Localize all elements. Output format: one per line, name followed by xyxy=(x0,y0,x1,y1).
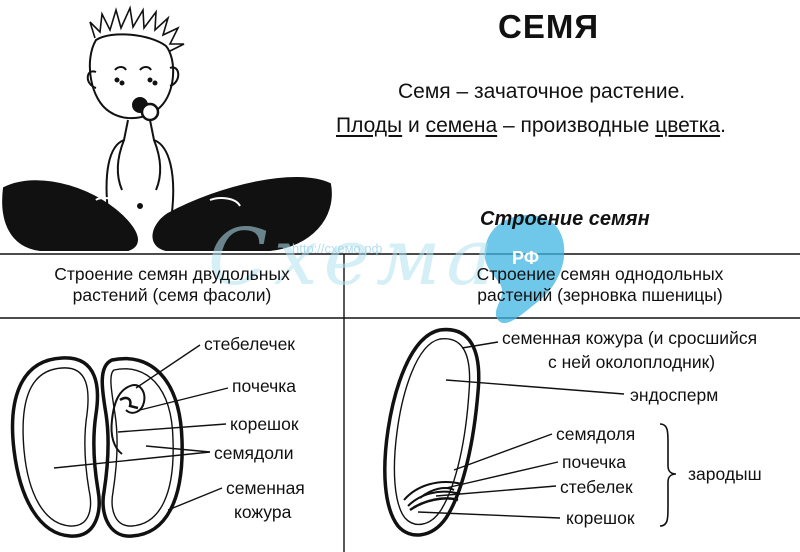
definition-connector-2: – производные xyxy=(497,114,656,137)
label-coat-wheat-2: с ней околоплодник) xyxy=(548,352,716,372)
watermark-text: Схема xyxy=(208,213,500,303)
bean-leader-lines xyxy=(53,344,229,511)
label-embryo-wheat: зародыш xyxy=(688,464,762,484)
watermark-badge xyxy=(484,214,565,324)
definition-line-2: Плоды и семена – производные цветка. xyxy=(336,114,726,138)
watermark-url: http://схемо.рф xyxy=(292,241,383,256)
definition-line-1: Семя – зачаточное растение. xyxy=(398,80,686,103)
term-flower: цветка xyxy=(655,114,721,137)
term-fruits: Плоды xyxy=(336,114,403,137)
label-bud-bean: почечка xyxy=(232,376,296,396)
label-root-bean: корешок xyxy=(230,414,299,434)
label-stem-wheat: стебелек xyxy=(560,477,633,497)
label-cotyledon-wheat: семядоля xyxy=(556,424,636,444)
page-title: СЕМЯ xyxy=(498,8,600,45)
left-column-heading: Строение семян двудольных растений (семя… xyxy=(16,264,328,306)
left-heading-line-1: Строение семян двудольных xyxy=(54,264,290,284)
term-seeds: семена xyxy=(425,114,498,137)
watermark-badge-text: РФ xyxy=(512,248,540,268)
right-column-heading: Строение семян однодольных растений (зер… xyxy=(440,264,760,306)
definition-connector: и xyxy=(402,114,426,137)
label-coat-bean-1: семенная xyxy=(226,478,305,498)
left-heading-line-2: растений (семя фасоли) xyxy=(72,285,272,305)
label-coat-bean-2: кожура xyxy=(234,502,292,522)
definition-period: . xyxy=(720,114,726,137)
boy-illustration xyxy=(2,5,332,251)
label-cotyledons-bean: семядоли xyxy=(214,443,294,463)
right-heading-line-1: Строение семян однодольных xyxy=(476,264,724,284)
bean-seed-drawing xyxy=(10,356,184,538)
label-coat-wheat-1: семенная кожура (и сросшийся xyxy=(502,328,758,348)
label-bud-wheat: почечка xyxy=(562,452,626,472)
wheat-grain-drawing xyxy=(383,327,481,537)
table-lines xyxy=(0,253,800,552)
label-root-wheat: корешок xyxy=(566,508,635,528)
wheat-leader-lines xyxy=(417,341,677,527)
label-endosperm: эндосперм xyxy=(630,385,719,405)
label-stem-bean: стебелечек xyxy=(204,334,295,354)
section-subtitle: Строение семян xyxy=(480,208,650,230)
right-heading-line-2: растений (зерновка пшеницы) xyxy=(477,285,723,305)
